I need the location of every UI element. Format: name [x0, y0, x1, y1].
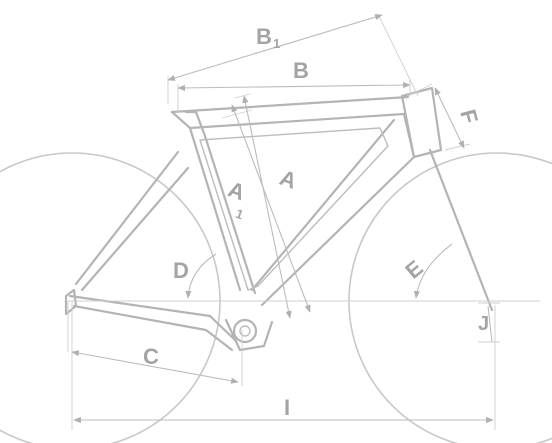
- label-b1: B: [256, 24, 272, 49]
- label-d: D: [173, 258, 189, 283]
- seat-tube-front-edge: [184, 110, 257, 295]
- dimension-labels: B 1 B A A 1 F D E C J I: [143, 24, 489, 420]
- f-extension: [407, 83, 433, 97]
- rear-wheel: [0, 152, 221, 443]
- dimension-lines: [71, 14, 500, 424]
- label-a1-subscript: 1: [234, 206, 246, 223]
- label-b: B: [293, 58, 309, 83]
- label-a1: A: [225, 176, 249, 205]
- rear-dropout: [64, 288, 78, 316]
- dim-b1: [167, 14, 383, 81]
- top-tube: [170, 95, 410, 114]
- dim-b: [177, 82, 411, 91]
- a1-top-extension: [234, 93, 251, 99]
- bottom-bracket: [232, 318, 258, 344]
- fork: [428, 148, 494, 312]
- top-tube-lower-edge: [188, 112, 406, 130]
- seat-tube: [170, 110, 242, 292]
- down-tube: [260, 112, 416, 307]
- label-a: A: [277, 165, 301, 194]
- dim-j: [487, 305, 493, 343]
- seat-stay-lower: [80, 166, 190, 292]
- chain-stay-lower: [72, 304, 234, 352]
- down-tube-upper-edge: [250, 118, 396, 292]
- label-j: J: [478, 313, 489, 335]
- label-i: I: [284, 395, 290, 420]
- bb-shell: [224, 318, 274, 352]
- label-b1-subscript: 1: [273, 36, 280, 51]
- b1-front-extension: [377, 13, 419, 97]
- f-bottom-extension: [444, 143, 471, 151]
- label-f: F: [455, 107, 483, 126]
- dim-f: [434, 87, 465, 149]
- dim-c: [71, 350, 239, 384]
- front-wheel: [348, 152, 552, 443]
- dim-e-arc: [413, 243, 453, 299]
- bottom-bracket-inner: [239, 325, 251, 337]
- dim-d-arc: [185, 253, 217, 299]
- label-c: C: [143, 344, 159, 369]
- label-e: E: [400, 255, 427, 284]
- head-tube: [400, 86, 443, 159]
- seat-stay: [74, 150, 180, 286]
- chain-stay: [68, 294, 237, 342]
- dim-a1: [242, 95, 292, 319]
- bike-frame: [64, 86, 494, 352]
